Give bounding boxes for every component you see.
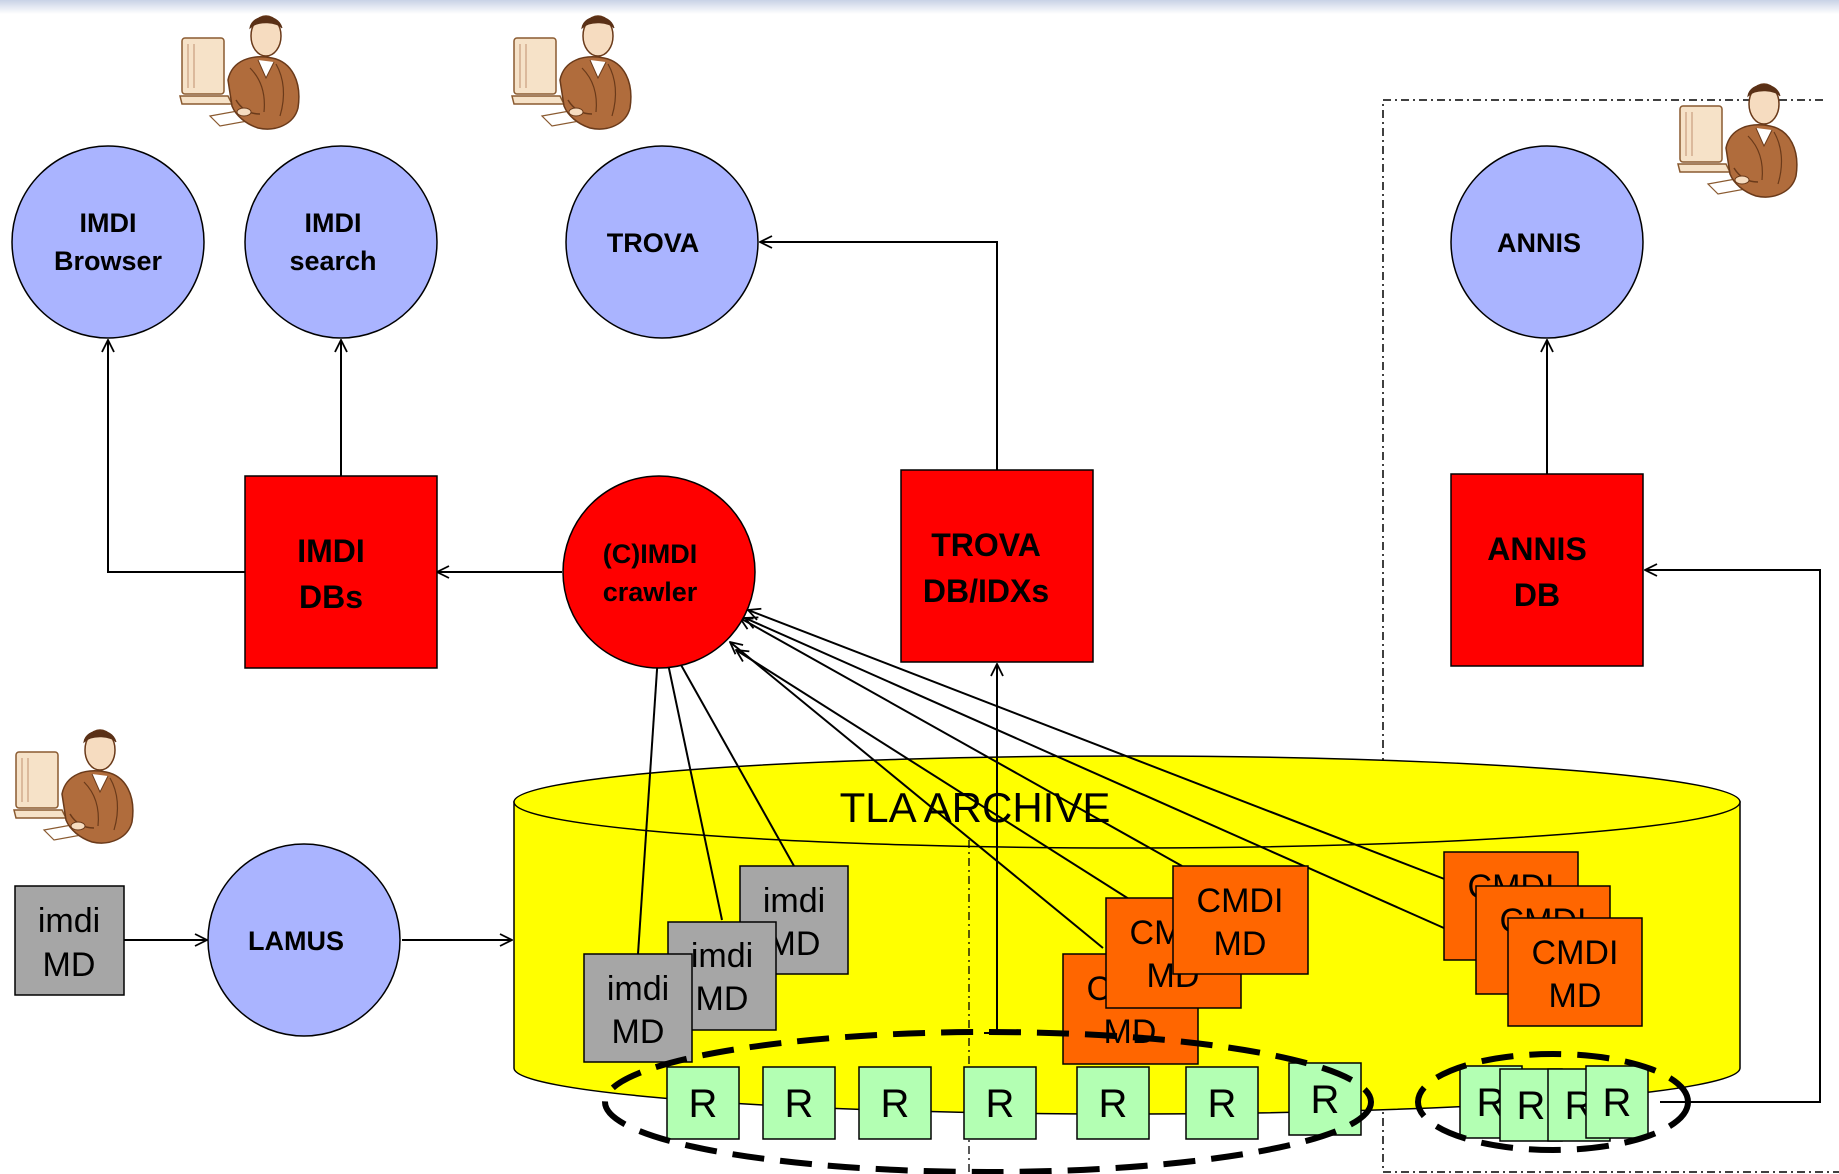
user-at-computer-icon: [511, 15, 632, 130]
resource-r-4-label: R: [986, 1082, 1015, 1126]
resource-group-ellipse-main: [602, 1029, 1374, 1174]
archive-imdi-md-1: imdi MD: [583, 953, 693, 1063]
edge-cmdi5-crawler: [745, 618, 1481, 945]
edge-imdi1-crawler: [637, 640, 659, 955]
archive-cmdi-md-a3-line2: MD: [1214, 925, 1267, 963]
crawler-node: (C)IMDI crawler: [562, 475, 756, 669]
annis-db-node: ANNIS DB: [1450, 473, 1644, 667]
imdi-search-node: IMDI search: [244, 145, 438, 339]
archive-imdi-md-1-line1: imdi: [607, 970, 669, 1008]
lamus-node: LAMUS: [207, 843, 401, 1037]
user-at-computer-icon: [13, 729, 134, 844]
resource-r-3-label: R: [881, 1082, 910, 1126]
resource-r-7: R: [1288, 1062, 1362, 1136]
archive-imdi-md-3-line1: imdi: [763, 882, 825, 920]
imdi-browser-label-line1: IMDI: [80, 208, 137, 238]
imdi-md-input-line2: MD: [43, 946, 96, 984]
archive-imdi-md-2-line1: imdi: [691, 937, 753, 975]
imdi-dbs-label-line1: IMDI: [297, 533, 365, 569]
resource-r-11: R: [1585, 1065, 1649, 1139]
resource-r-6: R: [1185, 1066, 1259, 1140]
resource-r-1: R: [666, 1066, 740, 1140]
edge-imdi2-crawler: [663, 640, 723, 921]
imdi-search-label-line2: search: [289, 246, 376, 276]
edge-resources-annisdb: [1645, 570, 1821, 1103]
resource-r-2-label: R: [785, 1082, 814, 1126]
imdi-search-label-line1: IMDI: [305, 208, 362, 238]
archive-cmdi-md-a3: CMDI MD: [1172, 865, 1309, 975]
imdi-md-input-line1: imdi: [38, 902, 100, 940]
edge-cmdi3-crawler: [740, 618, 1183, 867]
trova-db-label-line1: TROVA: [931, 527, 1041, 563]
trova-db-label-line2: DB/IDXs: [923, 573, 1049, 609]
trova-db-node: TROVA DB/IDXs: [900, 469, 1094, 663]
resource-r-4: R: [963, 1066, 1037, 1140]
annis-region-boundary: [1382, 99, 1839, 1173]
annis-label: ANNIS: [1497, 228, 1581, 258]
edge-cmdi4-crawler: [748, 610, 1448, 881]
archive-cmdi-md-b3-line1: CMDI: [1532, 934, 1619, 972]
archive-cmdi-md-a1-line2: MD: [1104, 1013, 1157, 1051]
top-band: [0, 0, 1839, 14]
annis-node: ANNIS: [1450, 145, 1644, 339]
resource-r-9-label: R: [1517, 1084, 1546, 1128]
archive-imdi-md-2-line2: MD: [696, 980, 749, 1018]
user-at-computer-icon: [1677, 83, 1798, 198]
crawler-label-line1: (C)IMDI: [603, 539, 697, 569]
annis-db-label-line1: ANNIS: [1487, 531, 1587, 567]
edge-trovadb-trova: [760, 242, 998, 470]
crawler-label-line2: crawler: [603, 577, 698, 607]
trova-label: TROVA: [607, 228, 700, 258]
resource-r-7-label: R: [1311, 1078, 1340, 1122]
imdi-dbs-node: IMDI DBs: [244, 475, 438, 669]
archive-cmdi-md-b3-line2: MD: [1549, 977, 1602, 1015]
resource-r-5: R: [1076, 1066, 1150, 1140]
archive-cmdi-md-a3-line1: CMDI: [1197, 882, 1284, 920]
resource-r-6-label: R: [1208, 1082, 1237, 1126]
lamus-label: LAMUS: [248, 926, 344, 956]
connectors: [108, 242, 1821, 1103]
edge-imdi3-crawler: [667, 640, 795, 867]
resource-r-3: R: [858, 1066, 932, 1140]
edge-cmdi1-crawler: [730, 642, 1104, 949]
imdi-md-input-node: imdi MD: [14, 885, 125, 996]
archive-imdi-md-2: imdi MD: [667, 921, 777, 1031]
trova-node: TROVA: [565, 145, 759, 339]
resource-r-5-label: R: [1099, 1082, 1128, 1126]
user-at-computer-icon: [179, 15, 300, 130]
imdi-dbs-label-line2: DBs: [299, 579, 363, 615]
annis-db-label-line2: DB: [1514, 577, 1560, 613]
tla-archive-title: TLA ARCHIVE: [840, 784, 1111, 831]
resource-r-1-label: R: [689, 1082, 718, 1126]
imdi-browser-label-line2: Browser: [54, 246, 163, 276]
resource-group-ellipse-annis: [1415, 1051, 1691, 1153]
archive-imdi-md-1-line2: MD: [612, 1013, 665, 1051]
edge-imdidbs-browser: [108, 340, 245, 573]
resource-r-11-label: R: [1603, 1081, 1632, 1125]
imdi-browser-node: IMDI Browser: [11, 145, 205, 339]
resource-r-2: R: [762, 1066, 836, 1140]
edge-cmdi2-crawler: [736, 650, 1141, 907]
archive-cmdi-md-b3: CMDI MD: [1507, 917, 1643, 1027]
